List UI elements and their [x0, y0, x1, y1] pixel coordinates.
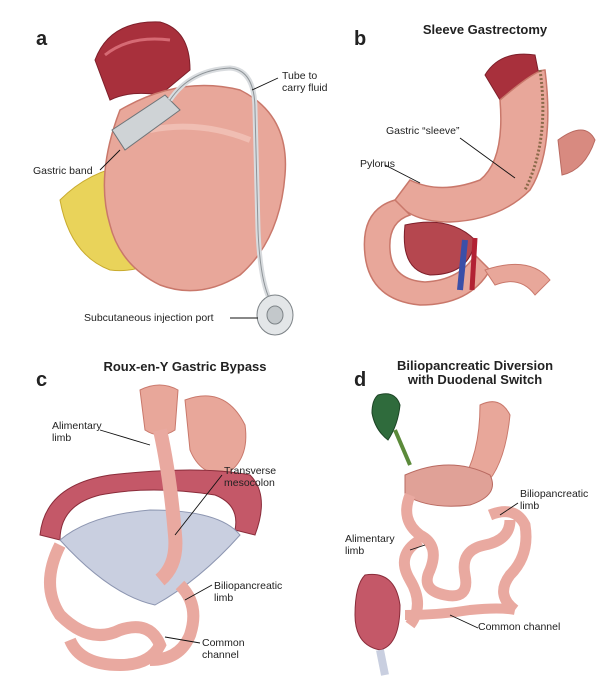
label-transverse-mesocolon: Transverse mesocolon — [224, 465, 277, 489]
panel-b-letter: b — [354, 28, 367, 50]
panel-c-letter: c — [36, 369, 48, 391]
panel-a-letter: a — [36, 28, 48, 50]
label-biliopancreatic-limb-d: Biliopancreatic limb — [520, 488, 589, 512]
label-biliopancreatic-limb-c: Biliopancreatic limb — [214, 580, 283, 604]
label-alimentary-limb-c: Alimentary limb — [52, 420, 102, 444]
label-alimentary-limb-d: Alimentary limb — [345, 533, 395, 557]
sleeve-gastrectomy-illustration — [363, 53, 596, 306]
panel-d-duodenal-switch: d Biliopancreatic Diversion with Duodena… — [300, 345, 602, 684]
panel-a-gastric-band: a Tube to carry fluid Gastric band Subcu… — [0, 0, 328, 345]
panel-d-title: Biliopancreatic Diversion with Duodenal … — [396, 358, 554, 387]
label-gastric-band: Gastric band — [33, 165, 93, 177]
label-common-channel-d: Common channel — [478, 621, 561, 633]
duodenal-switch-illustration — [354, 393, 532, 676]
panel-b-sleeve-gastrectomy: b Sleeve Gastrectomy Gastric “sleeve” Py… — [300, 0, 602, 345]
label-gastric-sleeve: Gastric “sleeve” — [386, 125, 460, 137]
label-common-channel-c: Common channel — [202, 637, 245, 661]
panel-b-title: Sleeve Gastrectomy — [422, 22, 548, 37]
panel-d-letter: d — [354, 369, 367, 391]
label-tube: Tube to carry fluid — [282, 70, 328, 94]
label-pylorus: Pylorus — [360, 158, 396, 170]
roux-en-y-illustration — [39, 384, 262, 672]
panel-c-title: Roux-en-Y Gastric Bypass — [103, 359, 267, 374]
gastric-band-illustration — [59, 21, 294, 336]
panel-c-roux-en-y: c Roux-en-Y Gastric Bypass Alimentary li… — [0, 345, 300, 684]
label-injection-port: Subcutaneous injection port — [84, 312, 214, 324]
